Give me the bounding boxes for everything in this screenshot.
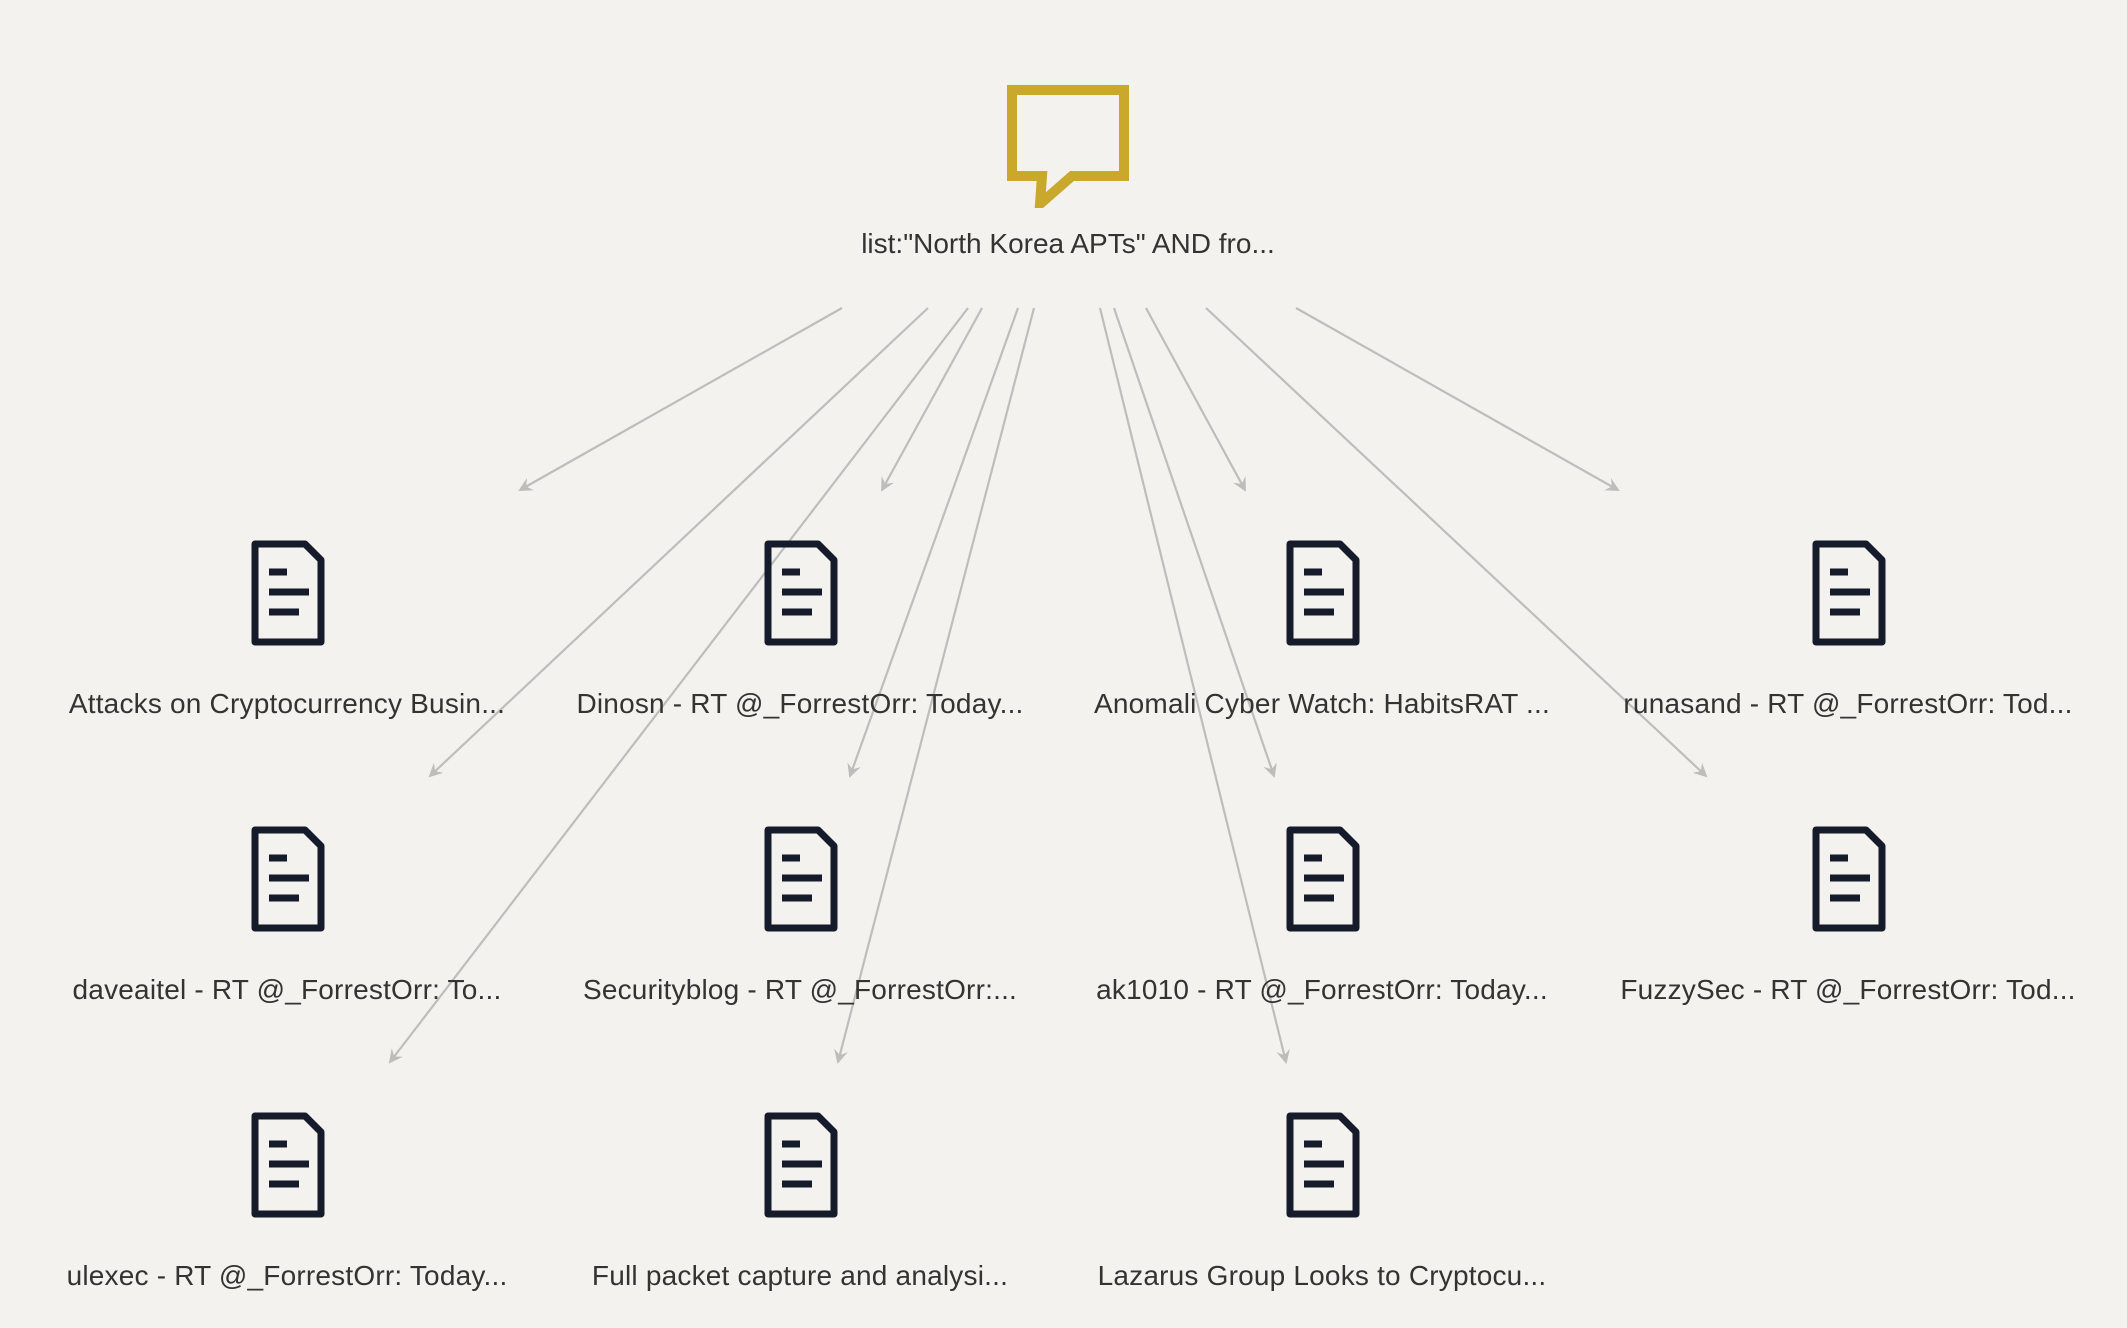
edge-arrow-n5 xyxy=(428,307,929,778)
document-label: ulexec - RT @_ForrestOrr: Today... xyxy=(66,1260,508,1291)
root-query-node[interactable]: list:"North Korea APTs" AND fro... xyxy=(718,84,1418,260)
document-node-n2[interactable]: Dinosn - RT @_ForrestOrr: Today... xyxy=(530,538,1070,720)
document-label: ak1010 - RT @_ForrestOrr: Today... xyxy=(1096,974,1548,1005)
edge-arrow-n11 xyxy=(1098,307,1290,1064)
document-icon xyxy=(1286,1112,1360,1218)
edge-arrow-n3 xyxy=(1145,307,1246,492)
document-label: Lazarus Group Looks to Cryptocu... xyxy=(1097,1260,1547,1291)
document-label: runasand - RT @_ForrestOrr: Tod... xyxy=(1623,688,2073,719)
speech-bubble-icon xyxy=(1007,85,1129,208)
document-node-n11[interactable]: Lazarus Group Looks to Cryptocu... xyxy=(1052,1110,1592,1292)
edge-arrow-n4 xyxy=(1295,307,1620,491)
edge-arrow-n6 xyxy=(847,307,1020,778)
document-label: FuzzySec - RT @_ForrestOrr: Tod... xyxy=(1620,974,2076,1005)
document-node-n6[interactable]: Securityblog - RT @_ForrestOrr:... xyxy=(530,824,1070,1006)
document-label: Dinosn - RT @_ForrestOrr: Today... xyxy=(576,688,1024,719)
root-query-label: list:"North Korea APTs" AND fro... xyxy=(861,228,1275,259)
document-icon xyxy=(764,540,838,646)
document-label: Full packet capture and analysi... xyxy=(591,1260,1009,1291)
document-label: Attacks on Cryptocurrency Busin... xyxy=(68,688,506,719)
edge-arrow-n10 xyxy=(834,307,1036,1064)
edge-arrow-n1 xyxy=(518,307,843,491)
document-label: Securityblog - RT @_ForrestOrr:... xyxy=(582,974,1018,1005)
edge-arrow-n2 xyxy=(881,307,983,492)
document-node-n1[interactable]: Attacks on Cryptocurrency Busin... xyxy=(17,538,557,720)
edge-arrow-n7 xyxy=(1112,307,1277,778)
edge-arrow-n9 xyxy=(388,307,969,1064)
document-node-n9[interactable]: ulexec - RT @_ForrestOrr: Today... xyxy=(17,1110,557,1292)
edge-arrow-n8 xyxy=(1205,307,1708,778)
document-node-n10[interactable]: Full packet capture and analysi... xyxy=(530,1110,1070,1292)
document-label: daveaitel - RT @_ForrestOrr: To... xyxy=(72,974,502,1005)
document-icon xyxy=(1812,826,1886,932)
document-icon xyxy=(1286,540,1360,646)
document-node-n4[interactable]: runasand - RT @_ForrestOrr: Tod... xyxy=(1578,538,2118,720)
document-icon xyxy=(764,826,838,932)
document-icon xyxy=(1812,540,1886,646)
document-label: Anomali Cyber Watch: HabitsRAT ... xyxy=(1094,688,1550,719)
document-icon xyxy=(251,540,325,646)
document-icon xyxy=(251,826,325,932)
document-node-n5[interactable]: daveaitel - RT @_ForrestOrr: To... xyxy=(17,824,557,1006)
document-icon xyxy=(764,1112,838,1218)
document-node-n7[interactable]: ak1010 - RT @_ForrestOrr: Today... xyxy=(1052,824,1592,1006)
document-icon xyxy=(251,1112,325,1218)
document-icon xyxy=(1286,826,1360,932)
document-node-n3[interactable]: Anomali Cyber Watch: HabitsRAT ... xyxy=(1052,538,1592,720)
document-node-n8[interactable]: FuzzySec - RT @_ForrestOrr: Tod... xyxy=(1578,824,2118,1006)
